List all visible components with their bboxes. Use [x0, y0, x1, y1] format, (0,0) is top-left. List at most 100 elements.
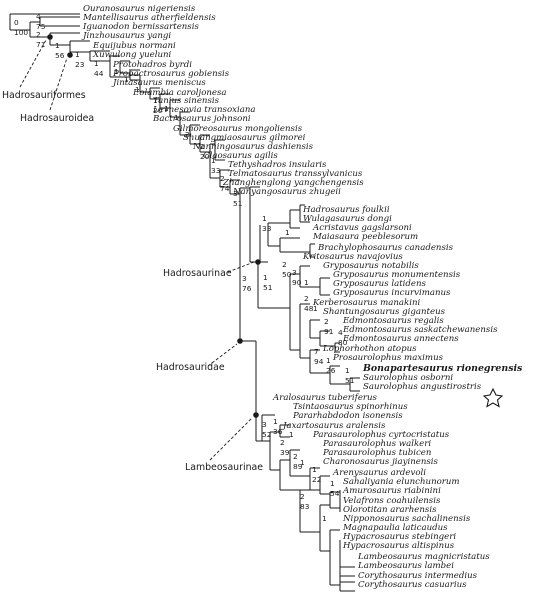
support-bremer: 3: [262, 420, 267, 429]
support-bremer: 1: [322, 514, 327, 523]
taxon-label: Lambeosaurus lambei: [357, 561, 454, 571]
support-bremer: 2: [304, 294, 309, 303]
support-bootstrap: 71: [36, 40, 46, 49]
clade-node-dots: [47, 34, 261, 418]
taxon-label: Lophorhothon atopus: [322, 344, 417, 354]
taxon-label: Gilmoreosaurus mongoliensis: [173, 124, 303, 134]
support-bremer: 1: [164, 104, 169, 113]
taxon-label: Hypacrosaurus altispinus: [342, 541, 455, 551]
support-bootstrap: 90: [292, 278, 302, 287]
clade-label-hadrosaurinae: Hadrosaurinae: [163, 268, 232, 279]
support-bremer: 1: [75, 50, 80, 59]
taxon-label: Probactrosaurus gobiensis: [112, 69, 230, 79]
taxon-label: Nanningosaurus dashiensis: [192, 142, 314, 152]
support-bootstrap: 26: [326, 366, 336, 375]
support-bremer: 2: [185, 130, 190, 139]
taxon-label: Arenysaurus ardevoli: [332, 468, 426, 478]
node-dot: [255, 259, 261, 265]
taxon-label: Jaxartosaurus aralensis: [281, 421, 386, 431]
support-bremer: 3: [233, 189, 238, 198]
support-bremer: 1: [313, 304, 318, 313]
support-bootstrap: 50: [282, 270, 292, 279]
taxon-label: Lambeosaurus magnicristatus: [357, 552, 490, 562]
taxon-label: Eolambia caroljonesa: [132, 88, 227, 98]
taxon-label: Parasaurolophus tubicen: [322, 448, 431, 458]
star-icon: [482, 387, 504, 408]
taxon-label: Olorotitan ararhensis: [343, 505, 437, 515]
node-dot: [47, 34, 53, 40]
taxon-label: Corythosaurus casuarius: [358, 580, 467, 590]
support-bootstrap: 22: [312, 475, 321, 484]
taxon-label: Aralosaurus tuberiferus: [272, 393, 378, 403]
clade-label-lambeosaurinae: Lambeosaurinae: [185, 462, 263, 473]
support-bremer: 1: [300, 458, 305, 467]
support-bootstrap: 33: [262, 224, 272, 233]
support-bootstrap: 44: [94, 69, 104, 78]
support-bremer: 2: [282, 260, 287, 269]
support-bremer: 1: [289, 430, 294, 439]
tree-branches: [9, 13, 360, 592]
support-bremer: 2: [220, 174, 225, 183]
taxon-label: Saurolophus angustirostris: [363, 382, 482, 392]
support-bremer: 1: [345, 366, 350, 375]
taxon-label: Parasaurolophus cyrtocristatus: [312, 430, 450, 440]
taxon-label: Hypacrosaurus stebingeri: [342, 532, 456, 542]
support-bremer: 1: [94, 59, 99, 68]
taxon-label: Gryposaurus incurvimanus: [333, 288, 451, 298]
taxon-label: Shantungosaurus giganteus: [323, 307, 446, 317]
clade-label-hadrosauroidea: Hadrosauroidea: [20, 113, 94, 124]
support-bremer: 2: [324, 317, 329, 326]
support-bootstrap: 52: [262, 430, 271, 439]
clade-label-hadrosauriformes: Hadrosauriformes: [2, 90, 86, 101]
taxon-label: Tanius sinensis: [153, 96, 220, 106]
support-bremer: 1: [273, 417, 278, 426]
taxon-label: Protohadros byrdi: [112, 60, 192, 70]
taxon-label: Pararhabdodon isonensis: [292, 411, 403, 421]
support-bremer: 2: [36, 30, 41, 39]
taxon-label: Iguanodon bernissartensis: [82, 22, 199, 32]
support-bootstrap: 51: [345, 376, 355, 385]
taxon-label: Xuwulong yueluni: [92, 50, 172, 60]
taxon-label: Brachylophosaurus canadensis: [317, 243, 454, 253]
support-bremer: 0: [14, 18, 19, 27]
taxon-label: Bonapartesaurus rionegrensis: [362, 363, 523, 374]
support-bremer: 1: [135, 85, 140, 94]
taxon-label: Nanyangosaurus zhugeii: [232, 187, 341, 197]
support-bremer: 7: [314, 347, 319, 356]
taxon-label: Claosaurus agilis: [203, 151, 278, 161]
support-bootstrap: 51: [233, 199, 243, 208]
support-bremer: 1: [263, 273, 268, 282]
node-dot: [253, 412, 259, 418]
node-dot: [67, 52, 73, 58]
support-bremer: 1: [153, 96, 158, 105]
taxon-label: Kerberosaurus manakini: [312, 298, 421, 308]
clade-label-hadrosauridae: Hadrosauridae: [156, 362, 225, 373]
support-bremer: 1: [211, 156, 216, 165]
support-bremer: 2: [300, 492, 305, 501]
taxon-label: Levnesovia transoxiana: [152, 105, 256, 115]
clade-arrows: [19, 39, 255, 461]
taxon-label: Saurolophus osborni: [363, 373, 453, 383]
taxon-label: Hadrosaurus foulkii: [302, 205, 390, 215]
taxon-label: Edmontosaurus regalis: [342, 316, 444, 326]
support-bootstrap: 51: [263, 283, 273, 292]
support-bremer: 2: [200, 142, 205, 151]
support-bremer: 3: [292, 268, 297, 277]
support-bootstrap: 54: [330, 489, 340, 498]
support-bootstrap: 48: [304, 304, 314, 313]
support-bootstrap: 36: [273, 427, 283, 436]
taxon-label: Equijubus normani: [92, 41, 176, 51]
taxon-label: Parasaurolophus walkeri: [322, 439, 431, 449]
taxon-label: Amurosaurus riabinini: [342, 486, 441, 496]
support-bremer: 3: [242, 274, 247, 283]
support-bremer: 2: [293, 452, 298, 461]
taxon-label: Nipponosaurus sachalinensis: [342, 514, 471, 524]
taxon-label: Prosaurolophus maximus: [332, 353, 444, 363]
taxon-label: Gryposaurus latidens: [333, 279, 427, 289]
taxon-label: Charonosaurus jiayinensis: [323, 457, 439, 467]
support-bootstrap: 74: [220, 184, 230, 193]
support-bremer: 4: [338, 328, 343, 337]
support-bootstrap: 94: [314, 357, 324, 366]
